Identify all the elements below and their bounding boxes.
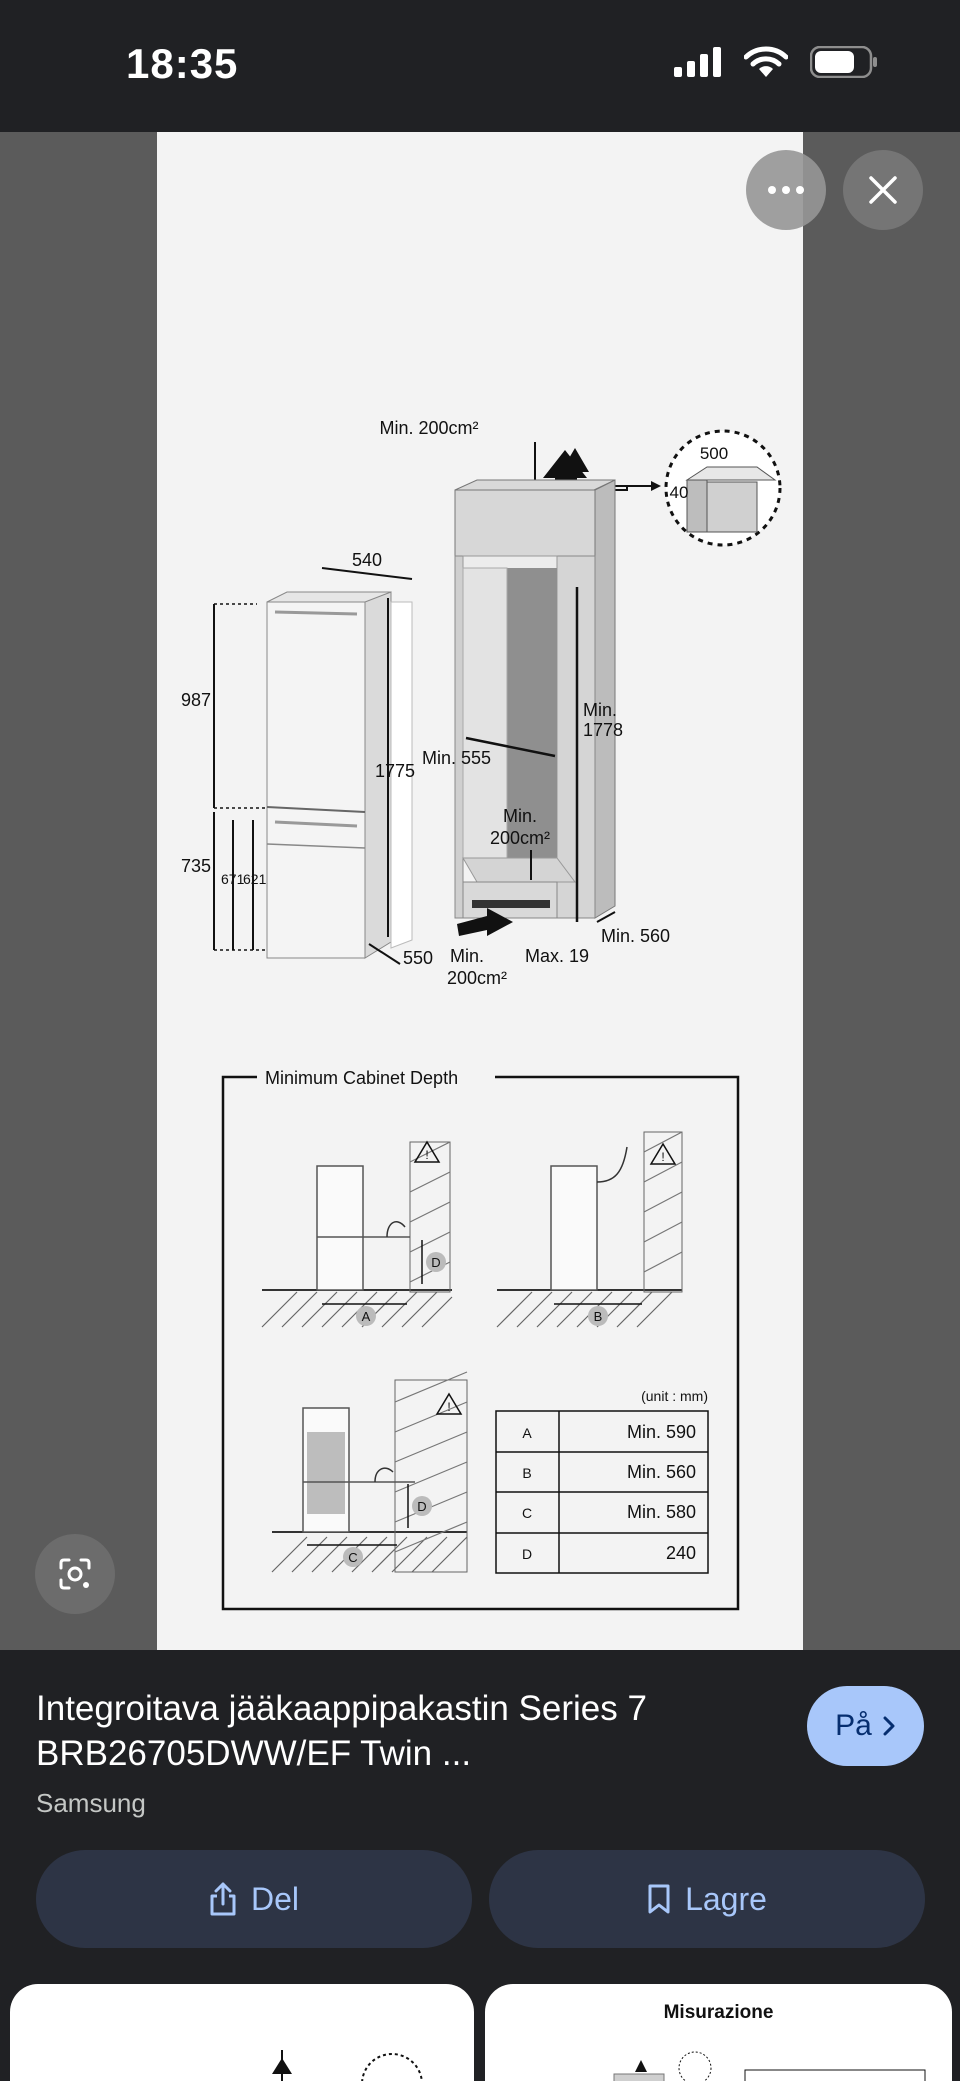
dim-1775-label: 1775 — [375, 761, 415, 781]
marker-d-1-circle — [426, 1252, 446, 1272]
lens-icon — [59, 1558, 91, 1590]
related-result-2[interactable]: Misurazione — [485, 1984, 952, 2081]
marker-c-circle — [343, 1547, 363, 1567]
result-title[interactable]: Integroitava jääkaappipakastin Series 7 … — [36, 1689, 647, 1773]
marker-a-circle — [356, 1306, 376, 1326]
battery-icon — [810, 46, 877, 78]
signal-icon — [674, 47, 721, 77]
min-560-label: Min. 560 — [601, 926, 670, 946]
wifi-icon — [744, 46, 788, 77]
installation-diagram: Min. 200cm² 500 40 — [181, 418, 782, 1611]
dim-671-label: 671 — [221, 871, 245, 887]
related-thumbnail-1 — [272, 2050, 423, 2081]
visit-label: På — [835, 1709, 872, 1742]
depth-diagram-c: ! — [271, 1371, 468, 1573]
more-icon — [768, 186, 804, 194]
table-value-d: 240 — [666, 1543, 696, 1563]
dimension-table — [495, 1410, 709, 1574]
dim-735-label: 735 — [181, 856, 211, 876]
visit-button[interactable]: På — [807, 1686, 924, 1766]
status-time: 18:35 — [126, 40, 239, 87]
cabinet-drawing — [454, 479, 616, 919]
min-560-line — [596, 911, 616, 923]
table-value-b: Min. 560 — [627, 1462, 696, 1482]
share-label: Del — [250, 1880, 299, 1917]
fridge-drawing — [266, 591, 413, 959]
bottom-vent-arrow — [457, 908, 513, 936]
top-vent-arrow-2 — [543, 450, 587, 500]
detail-block — [706, 481, 758, 533]
min-1778-label-b: 1778 — [583, 720, 623, 740]
dim-987-label: 987 — [181, 690, 211, 710]
svg-text:!: ! — [661, 1150, 664, 1164]
dim-550-label: 550 — [403, 948, 433, 968]
min-1778-label-a: Min. — [583, 700, 617, 720]
save-button[interactable]: Lagre — [489, 1850, 925, 1948]
marker-b: B — [594, 1309, 603, 1324]
detail-side — [686, 479, 708, 533]
cabinet-depth-title-bg — [257, 1064, 495, 1090]
cabinet-depth-title: Minimum Cabinet Depth — [265, 1068, 458, 1088]
detail-pointer-head — [651, 481, 661, 491]
detail-40-label: 40 — [670, 483, 689, 502]
close-icon — [869, 176, 897, 204]
marker-b-circle — [588, 1306, 608, 1326]
detail-top — [685, 466, 777, 481]
min-555-label: Min. 555 — [422, 748, 491, 768]
product-image[interactable]: Min. 200cm² 500 40 — [157, 132, 803, 1650]
svg-text:!: ! — [425, 1148, 428, 1162]
marker-d-2-circle — [412, 1496, 432, 1516]
table-value-a: Min. 590 — [627, 1422, 696, 1442]
chevron-right-icon — [883, 1716, 895, 1736]
share-button[interactable]: Del — [36, 1850, 472, 1948]
bottom-vent-label-b: 200cm² — [447, 968, 507, 988]
result-source: Samsung — [36, 1788, 146, 1818]
width-540-line — [321, 567, 413, 580]
detail-500-label: 500 — [700, 444, 728, 463]
min-555-line — [465, 736, 556, 758]
table-key-a: A — [522, 1425, 532, 1441]
table-key-c: C — [522, 1505, 532, 1521]
marker-c: C — [348, 1550, 357, 1565]
marker-d-2: D — [417, 1499, 426, 1514]
image-viewer[interactable]: Min. 200cm² 500 40 — [0, 132, 960, 1650]
bookmark-icon — [648, 1884, 670, 1914]
table-value-c: Min. 580 — [627, 1502, 696, 1522]
save-label: Lagre — [685, 1880, 767, 1917]
marker-d-1: D — [431, 1255, 440, 1270]
close-button[interactable] — [843, 150, 923, 230]
share-icon — [210, 1882, 236, 1916]
table-key-b: B — [522, 1465, 531, 1481]
related-title-2: Misurazione — [663, 2002, 774, 2023]
depth-diagram-a: ! — [261, 1140, 453, 1328]
lens-search-button[interactable] — [35, 1534, 115, 1614]
mid-vent-label-b: 200cm² — [490, 828, 550, 848]
status-icons — [674, 46, 878, 78]
dim-621-label: 621 — [243, 871, 267, 887]
related-thumbnail-2 — [613, 2051, 926, 2081]
svg-text:!: ! — [447, 1400, 450, 1414]
width-540-label: 540 — [352, 550, 382, 570]
marker-a: A — [362, 1309, 371, 1324]
unit-label: (unit : mm) — [641, 1388, 708, 1404]
bottom-vent-label-a: Min. — [450, 946, 484, 966]
depth-diagram-b: ! — [496, 1131, 683, 1328]
top-vent-label: Min. 200cm² — [379, 418, 478, 438]
related-result-1[interactable] — [10, 1984, 474, 2081]
max-19-label: Max. 19 — [525, 946, 589, 966]
mid-vent-label-a: Min. — [503, 806, 537, 826]
status-bar: 18:35 — [0, 0, 960, 132]
table-key-d: D — [522, 1546, 532, 1562]
info-panel: Integroitava jääkaappipakastin Series 7 … — [0, 1650, 960, 2081]
dim-550-line — [368, 943, 401, 965]
more-options-button[interactable] — [746, 150, 826, 230]
